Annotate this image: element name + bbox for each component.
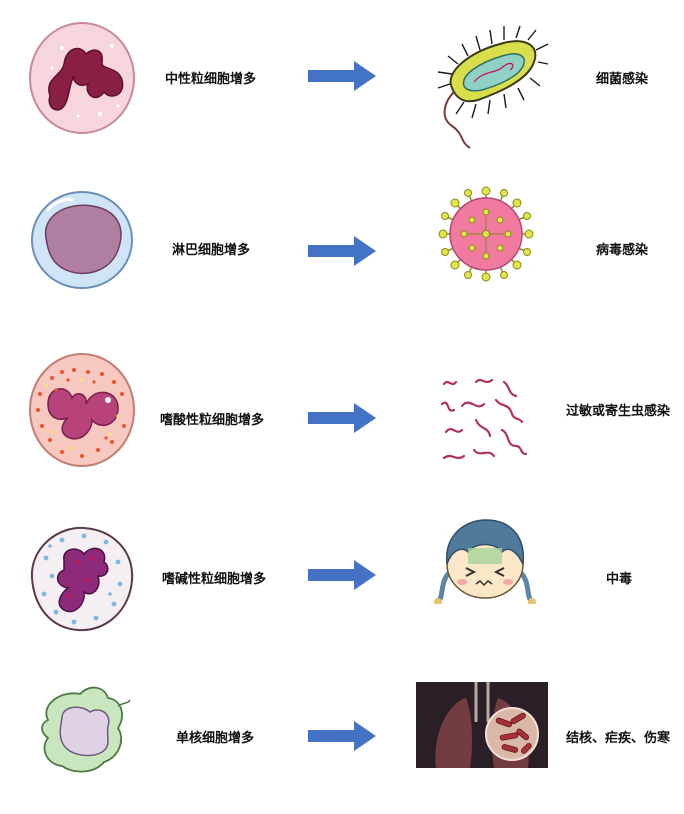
bacterium-icon [430, 22, 550, 152]
cell-label: 淋巴细胞增多 [172, 243, 251, 258]
sick-girl-icon [430, 514, 540, 604]
arrow-icon [308, 61, 376, 91]
lymphocyte-icon [22, 180, 142, 300]
cause-label: 中毒 [606, 572, 633, 587]
virus-icon [436, 184, 536, 284]
lung-bacteria-icon [416, 682, 548, 768]
row-basophil: 嗜碱性粒细胞增多 结核、疟疾、伤寒 中毒 [0, 498, 684, 656]
eosinophil-icon [22, 350, 142, 470]
arrow-icon [308, 560, 376, 590]
basophil-icon [22, 518, 142, 638]
cause-label: 结核、疟疾、伤寒 [566, 731, 671, 746]
arrow-icon [308, 236, 376, 266]
arrow-icon [308, 403, 376, 433]
parasite-worms-icon [440, 374, 530, 464]
cell-label: 嗜酸性粒细胞增多 [160, 413, 265, 428]
monocyte-icon [22, 670, 142, 790]
row-neutrophil: 中性粒细胞增多 细菌感染 [0, 0, 684, 158]
cause-label: 细菌感染 [596, 72, 649, 87]
arrow-icon [308, 721, 376, 751]
neutrophil-icon [22, 18, 142, 138]
cause-label: 过敏或寄生虫感染 [566, 404, 671, 419]
row-eosinophil: 嗜酸性粒细胞增多 过敏或寄生虫感染 [0, 340, 684, 498]
row-monocyte: 单核细胞增多 结核、疟疾、伤寒 [0, 656, 684, 814]
cause-label: 病毒感染 [596, 243, 649, 258]
cell-label: 单核细胞增多 [176, 731, 255, 746]
cell-label: 中性粒细胞增多 [165, 72, 257, 87]
row-lymphocyte: 淋巴细胞增多 [0, 158, 684, 316]
cell-label: 嗜碱性粒细胞增多 [162, 572, 267, 587]
